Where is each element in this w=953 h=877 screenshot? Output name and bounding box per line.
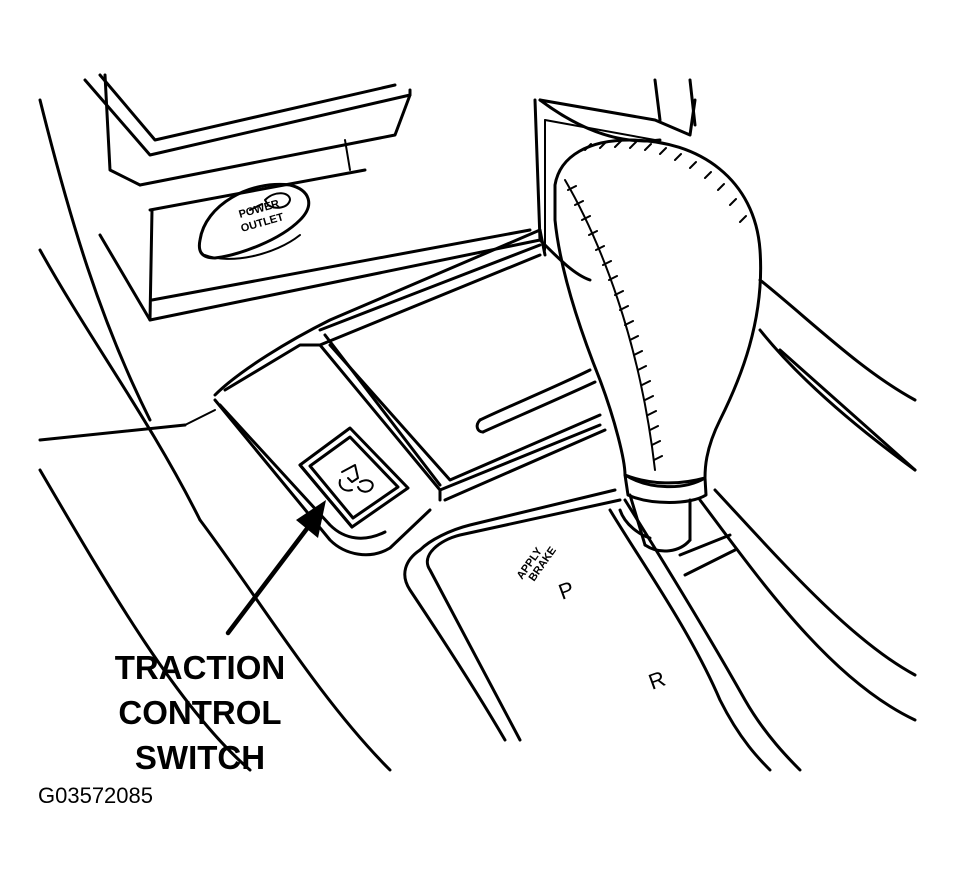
traction-control-icon — [338, 464, 374, 493]
callout-line-2: CONTROL — [118, 694, 282, 731]
gear-p-label: P — [555, 576, 577, 605]
traction-control-callout: TRACTION CONTROL SWITCH — [100, 645, 300, 780]
console-side-edges — [38, 98, 392, 772]
callout-line-3: SWITCH — [134, 739, 266, 776]
upper-bezel — [83, 73, 697, 322]
shifter-knob — [553, 138, 763, 553]
switch-panel — [213, 228, 607, 557]
power-outlet: POWER OUTLET — [197, 182, 311, 260]
callout-line-1: TRACTION — [114, 649, 286, 686]
traction-control-switch — [298, 426, 410, 529]
callout-arrow-icon — [225, 500, 326, 636]
gear-r-label: R — [645, 666, 668, 695]
figure-id: G03572085 — [38, 783, 153, 808]
